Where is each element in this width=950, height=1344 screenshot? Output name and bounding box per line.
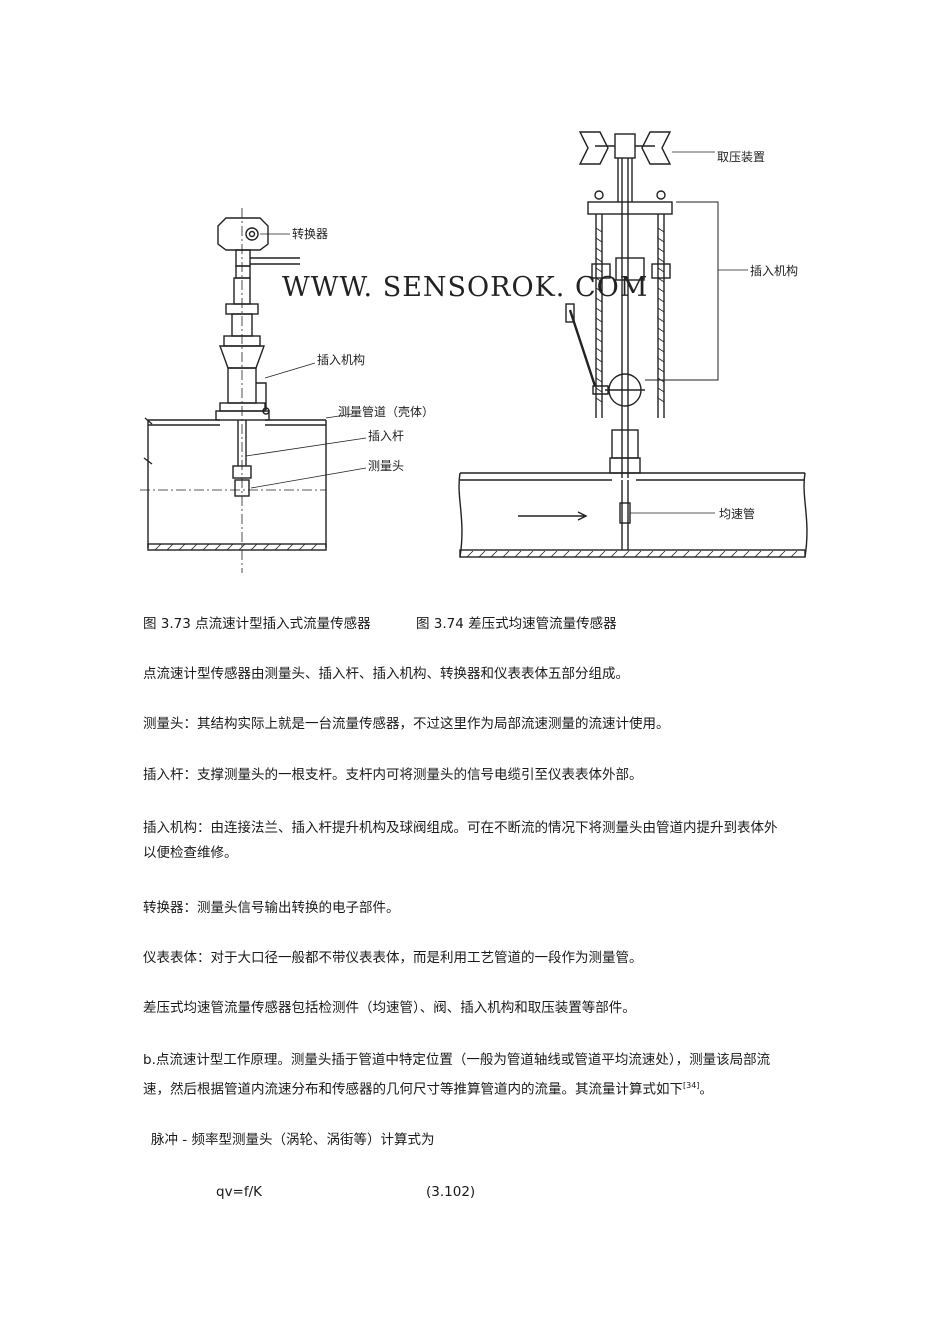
watermark: WWW. SENSOROK. COM (282, 272, 649, 303)
label-averaging-tube: 均速管 (719, 506, 755, 521)
label-insertion-mechanism-left: 插入机构 (317, 352, 365, 367)
reference-link[interactable]: [34] (683, 1081, 700, 1090)
formula-expression: qv=f/K (216, 1184, 263, 1200)
caption-fig-3-74: 图 3.74 差压式均速管流量传感器 (416, 616, 617, 632)
paragraph-line: 插入机构：由连接法兰、插入杆提升机构及球阀组成。可在不断流的情况下将测量头由管道… (143, 820, 778, 836)
label-converter: 转换器 (292, 226, 328, 241)
paragraph-line: 速，然后根据管道内流速分布和传感器的几何尺寸等推算管道内的流量。其流量计算式如下… (143, 1073, 823, 1103)
paragraph-averaging-tube-sensor: 差压式均速管流量传感器包括检测件（均速管）、阀、插入机构和取压装置等部件。 (143, 1000, 636, 1016)
paragraph-text: 速，然后根据管道内流速分布和传感器的几何尺寸等推算管道内的流量。其流量计算式如下 (143, 1081, 683, 1098)
paragraph-pulse-frequency: 脉冲 - 频率型测量头（涡轮、涡街等）计算式为 (151, 1132, 435, 1148)
paragraph-line: 以便检查维修。 (143, 845, 238, 861)
label-pipe-shell: 测量管道（壳体） (338, 404, 434, 419)
paragraph-converter: 转换器：测量头信号输出转换的电子部件。 (143, 900, 400, 916)
label-insertion-rod: 插入杆 (368, 429, 404, 443)
label-measuring-head: 测量头 (368, 459, 404, 473)
paragraph-components: 点流速计型传感器由测量头、插入杆、插入机构、转换器和仪表表体五部分组成。 (143, 666, 629, 682)
caption-fig-3-73: 图 3.73 点流速计型插入式流量传感器 (143, 616, 371, 632)
paragraph-meter-body: 仪表表体：对于大口径一般都不带仪表表体，而是利用工艺管道的一段作为测量管。 (143, 950, 643, 966)
label-insertion-mechanism-right: 插入机构 (750, 263, 798, 278)
paragraph-line: b.点流速计型工作原理。测量头插于管道中特定位置（一般为管道轴线或管道平均流速处… (143, 1052, 771, 1068)
paragraph-insertion-rod: 插入杆：支撑测量头的一根支杆。支杆内可将测量头的信号电缆引至仪表表体外部。 (143, 767, 643, 783)
paragraph-end: 。 (699, 1081, 713, 1098)
formula-number: (3.102) (426, 1184, 476, 1200)
sensor-drawings: 转换器 插入机构 测量管道（壳体） 插入杆 测量头 取压装置 插入机构 均速管 (140, 131, 808, 573)
paragraph-working-principle: b.点流速计型工作原理。测量头插于管道中特定位置（一般为管道轴线或管道平均流速处… (143, 1048, 823, 1103)
label-pressure-device: 取压装置 (717, 150, 765, 164)
paragraph-insertion-mechanism: 插入机构：由连接法兰、插入杆提升机构及球阀组成。可在不断流的情况下将测量头由管道… (143, 816, 823, 866)
figure-flow-sensors: 转换器 插入机构 测量管道（壳体） 插入杆 测量头 取压装置 插入机构 均速管 (140, 118, 820, 578)
paragraph-measuring-head: 测量头：其结构实际上就是一台流量传感器，不过这里作为局部流速测量的流速计使用。 (143, 716, 670, 732)
